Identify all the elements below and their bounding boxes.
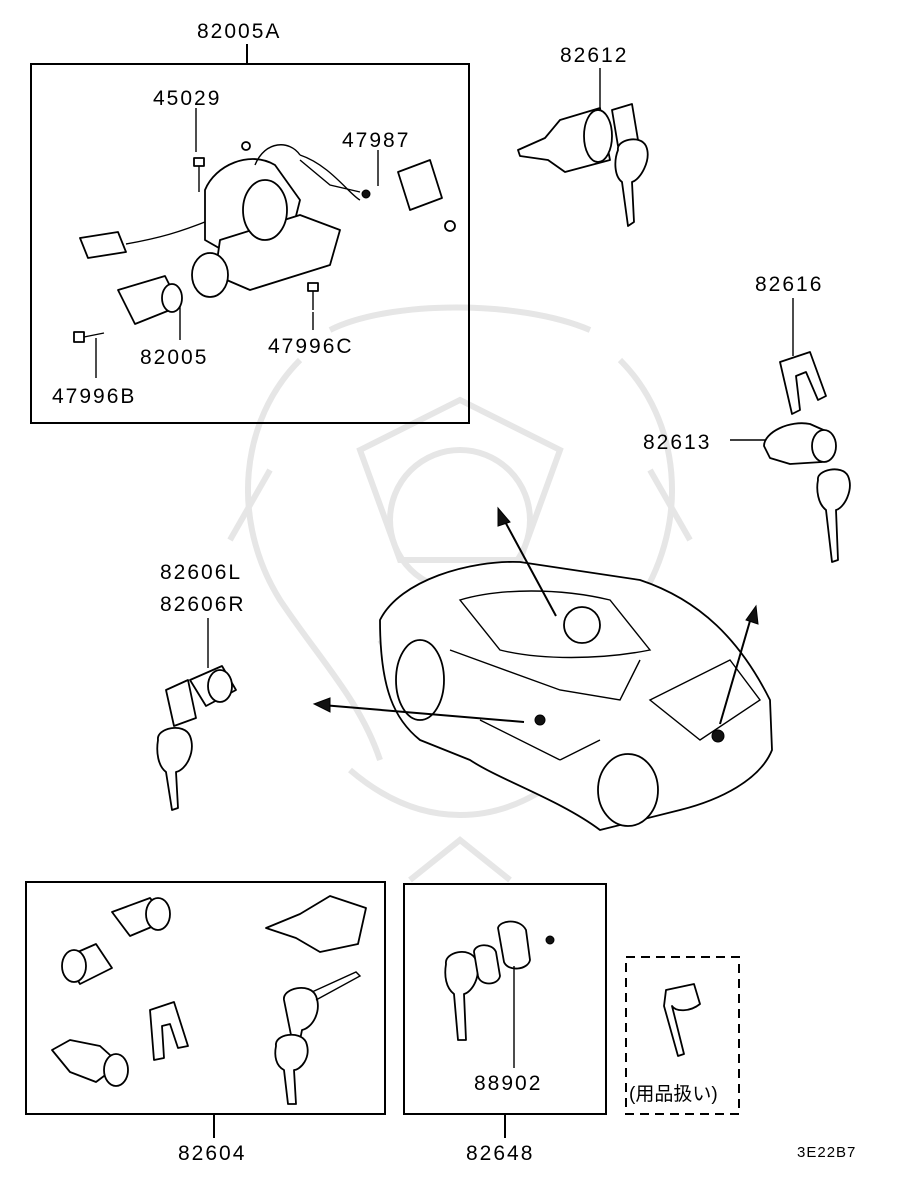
label-47996C: 47996C — [268, 335, 354, 358]
ignition-switch-body — [79, 141, 456, 298]
part-82616-82613-group: 82616 82613 — [643, 273, 851, 563]
label-82612: 82612 — [560, 44, 628, 67]
label-82616: 82616 — [755, 273, 823, 296]
label-82005: 82005 — [140, 346, 208, 369]
part-82612-group: 82612 — [517, 44, 649, 227]
screw-47996C — [307, 282, 319, 310]
screw-45029 — [193, 157, 205, 192]
accessory-note: (用品扱い) — [629, 1083, 718, 1105]
label-82613: 82613 — [643, 431, 711, 454]
label-82005A: 82005A — [197, 20, 281, 43]
label-45029: 45029 — [153, 87, 221, 110]
assembly-82005A-group: 82005A — [30, 20, 470, 424]
part-82606-group: 82606L 82606R — [156, 561, 246, 811]
set-82604-group: 82604 — [25, 881, 386, 1165]
label-82606R: 82606R — [160, 593, 246, 616]
assembly-82005A-box — [30, 63, 470, 424]
label-82604: 82604 — [178, 1142, 246, 1165]
screw-47996B — [73, 331, 105, 343]
set-82648-group: 82648 88902 — [403, 883, 607, 1165]
label-88902: 88902 — [474, 1072, 542, 1095]
label-82648: 82648 — [466, 1142, 534, 1165]
car-illustration — [312, 506, 773, 831]
set-82604-box — [25, 881, 386, 1115]
label-47996B: 47996B — [52, 385, 136, 408]
label-47987: 47987 — [342, 129, 410, 152]
label-82606L: 82606L — [160, 561, 242, 584]
accessory-group: (用品扱い) — [625, 956, 740, 1115]
key-cylinder-82005 — [117, 275, 183, 325]
figure-code: 3E22B7 — [797, 1144, 856, 1161]
